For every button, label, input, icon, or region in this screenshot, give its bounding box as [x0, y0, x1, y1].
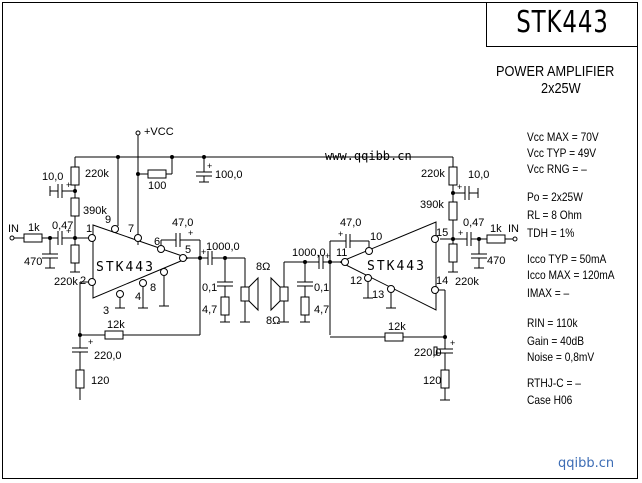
svg-text:0,1: 0,1	[314, 282, 329, 294]
svg-text:390k: 390k	[83, 205, 107, 217]
spec-icco-typ: Icco TYP = 50mA	[527, 252, 607, 266]
svg-text:470: 470	[24, 256, 42, 268]
svg-text:470: 470	[487, 255, 505, 267]
speaker-left-label: 8Ω	[256, 261, 270, 273]
svg-text:220,0: 220,0	[94, 350, 122, 362]
svg-text:12: 12	[350, 275, 362, 287]
svg-text:4,7: 4,7	[202, 304, 217, 316]
svg-text:10,0: 10,0	[42, 171, 63, 183]
ic-right	[338, 221, 437, 311]
svg-text:13: 13	[372, 289, 384, 301]
svg-text:100,0: 100,0	[215, 169, 243, 181]
svg-text:120: 120	[91, 375, 109, 387]
watermark: qqibb.cn	[558, 456, 615, 471]
svg-text:11: 11	[336, 247, 347, 259]
svg-text:9: 9	[105, 214, 111, 226]
svg-text:12k: 12k	[388, 321, 406, 333]
svg-text:1k: 1k	[490, 223, 502, 235]
svg-text:3: 3	[103, 305, 109, 317]
speaker-right-label: 8Ω	[266, 315, 280, 327]
svg-text:100: 100	[148, 180, 166, 192]
spec-case: Case H06	[527, 393, 573, 407]
svg-text:220k: 220k	[455, 276, 479, 288]
spec-vcc-rng: Vcc RNG = –	[527, 162, 587, 176]
svg-text:+: +	[201, 247, 206, 257]
title-block: STK443	[486, 2, 638, 47]
spec-noise: Noise = 0,8mV	[527, 350, 595, 364]
power-rating: 2x25W	[541, 80, 581, 97]
spec-po: Po = 2x25W	[527, 190, 583, 204]
svg-text:7: 7	[128, 223, 134, 235]
svg-text:+: +	[207, 161, 212, 171]
svg-text:1k: 1k	[28, 222, 40, 234]
svg-text:+: +	[66, 226, 71, 236]
spec-tdh: TDH = 1%	[527, 226, 575, 240]
svg-text:2: 2	[80, 275, 86, 287]
svg-text:+: +	[450, 338, 455, 348]
svg-text:IN: IN	[8, 223, 19, 235]
svg-text:47,0: 47,0	[172, 217, 193, 229]
svg-text:STK443: STK443	[96, 260, 155, 275]
svg-text:+: +	[88, 337, 93, 347]
svg-text:+: +	[457, 182, 462, 192]
svg-text:10,0: 10,0	[468, 169, 489, 181]
part-number: STK443	[516, 5, 609, 40]
spec-rthj-c: RTHJ-C = –	[527, 376, 581, 390]
svg-text:+: +	[66, 180, 71, 190]
svg-text:220k: 220k	[421, 168, 445, 180]
svg-text:1: 1	[86, 223, 92, 235]
svg-text:5: 5	[185, 244, 191, 256]
svg-text:1000,0: 1000,0	[292, 247, 326, 259]
svg-text:+: +	[325, 251, 330, 261]
spec-gain: Gain = 40dB	[527, 334, 585, 348]
spec-vcc-max: Vcc MAX = 70V	[527, 130, 599, 144]
svg-text:10: 10	[370, 231, 382, 243]
svg-text:0,47: 0,47	[52, 220, 73, 232]
svg-text:1000,0: 1000,0	[206, 241, 240, 253]
drawing-frame	[2, 2, 638, 479]
svg-text:4,7: 4,7	[314, 304, 329, 316]
svg-text:IN: IN	[508, 223, 519, 235]
svg-text:+: +	[188, 228, 193, 238]
resistor-supply: 100	[138, 157, 173, 192]
ic-left	[92, 224, 190, 299]
vcc-label: +VCC	[144, 126, 174, 138]
svg-text:15: 15	[436, 227, 448, 239]
svg-text:STK443: STK443	[367, 259, 426, 274]
svg-text:14: 14	[436, 275, 448, 287]
spec-imax: IMAX = –	[527, 286, 570, 300]
svg-text:0,1: 0,1	[202, 282, 217, 294]
svg-text:220k: 220k	[85, 168, 109, 180]
svg-text:8: 8	[150, 282, 156, 294]
spec-rin: RIN = 110k	[527, 316, 578, 330]
spec-icco-max: Icco MAX = 120mA	[527, 268, 615, 282]
supply-rail: +VCC	[75, 126, 453, 245]
spec-rl: RL = 8 Ohm	[527, 208, 582, 222]
svg-text:4: 4	[135, 291, 141, 303]
svg-text:+: +	[338, 229, 343, 239]
left-channel: 220k 390k 220k + 10,0 IN 1k 0,47 +	[8, 157, 270, 400]
svg-text:+: +	[458, 228, 463, 238]
spec-vcc-typ: Vcc TYP = 49V	[527, 146, 597, 160]
capacitor-supply: + 100,0	[196, 157, 243, 183]
right-channel: 220k 390k 220k + 10,0 + 0,47 1k IN	[266, 157, 519, 401]
svg-text:0,47: 0,47	[463, 217, 484, 229]
svg-text:220,0: 220,0	[414, 347, 442, 359]
svg-text:47,0: 47,0	[340, 217, 361, 229]
svg-text:12k: 12k	[107, 319, 125, 331]
description: POWER AMPLIFIER	[496, 63, 615, 80]
svg-text:220k: 220k	[54, 276, 78, 288]
schematic-url: www.qqibb.cn	[325, 149, 412, 163]
svg-text:6: 6	[154, 236, 160, 248]
svg-text:120: 120	[423, 375, 441, 387]
svg-text:390k: 390k	[420, 199, 444, 211]
